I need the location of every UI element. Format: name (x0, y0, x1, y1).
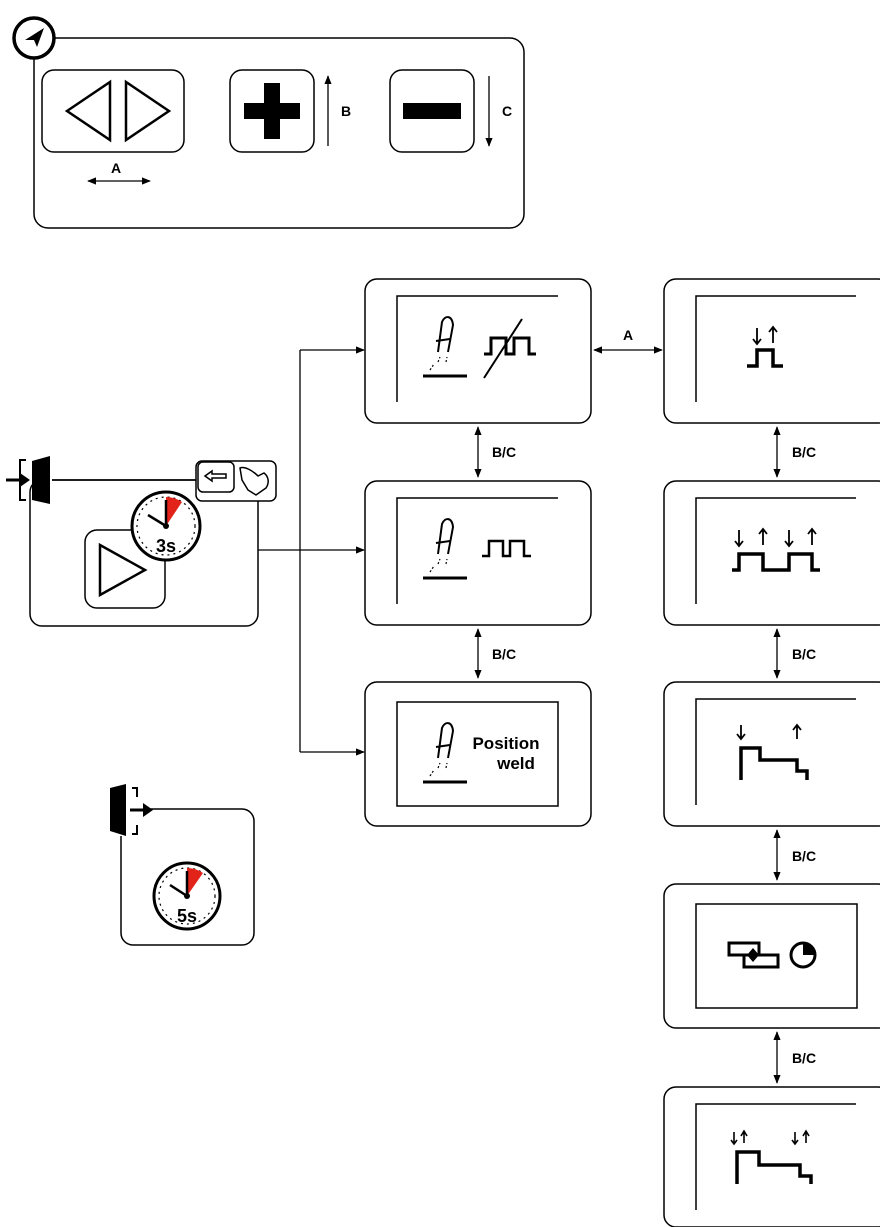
exit-block: 5s (104, 784, 255, 946)
stopwatch-icon-3s: 3s (130, 490, 202, 562)
position-weld-line1: Position (472, 734, 539, 753)
press-key-hand-icon[interactable] (195, 460, 277, 502)
screen-2-cycle[interactable] (663, 278, 880, 424)
left-arrow-icon (64, 79, 112, 143)
screen-special-4-cycle[interactable] (663, 1086, 880, 1227)
plus-button[interactable] (229, 69, 315, 153)
screen-weld-pulse[interactable] (364, 480, 592, 626)
connector-label-bc: B/C (492, 444, 516, 460)
arrows-label: A (111, 160, 121, 176)
pulse-icon (482, 539, 531, 558)
branch-connectors (258, 346, 365, 756)
minus-label: C (502, 103, 512, 119)
timer-label-5s: 5s (177, 906, 197, 926)
minus-button[interactable] (389, 69, 475, 153)
connector-label-bc: B/C (792, 646, 816, 662)
screen-position-weld[interactable]: Position weld (364, 681, 592, 827)
connector-label-a: A (623, 327, 633, 343)
right-arrow-icon (124, 79, 172, 143)
exit-menu-icon (104, 784, 153, 836)
spot-weld-icon (727, 941, 780, 969)
timer-label-3s: 3s (156, 536, 176, 556)
enter-menu-icon (6, 456, 52, 504)
plus-label: B (341, 103, 351, 119)
two-cycle-icon (747, 325, 783, 368)
screen-special-2-cycle[interactable] (663, 681, 880, 827)
connector-label-bc: B/C (792, 848, 816, 864)
minus-icon (403, 103, 461, 119)
play-arrow-icon (98, 542, 148, 598)
connector-label-bc: B/C (792, 1050, 816, 1066)
special-four-cycle-icon (730, 1129, 813, 1184)
welding-torch-icon (423, 316, 467, 378)
special-two-cycle-icon (736, 723, 809, 780)
time-sector-icon (789, 941, 817, 969)
navigation-compass-icon (12, 16, 56, 60)
screen-spot-timer[interactable] (663, 883, 880, 1029)
position-weld-line2: weld (496, 754, 535, 773)
arrow-keys-button[interactable] (41, 69, 185, 153)
connector-label-bc: B/C (792, 444, 816, 460)
control-panel: A B C (12, 16, 525, 229)
pulse-off-icon (483, 318, 536, 379)
screen-weld-no-pulse[interactable] (364, 278, 592, 424)
welding-torch-icon (423, 722, 467, 784)
screen-4-cycle[interactable] (663, 480, 880, 626)
entry-block: 3s (6, 456, 277, 627)
four-cycle-icon (732, 527, 820, 572)
stopwatch-icon-5s: 5s (152, 861, 222, 931)
connector-label-bc: B/C (492, 646, 516, 662)
welding-torch-icon (423, 518, 467, 580)
